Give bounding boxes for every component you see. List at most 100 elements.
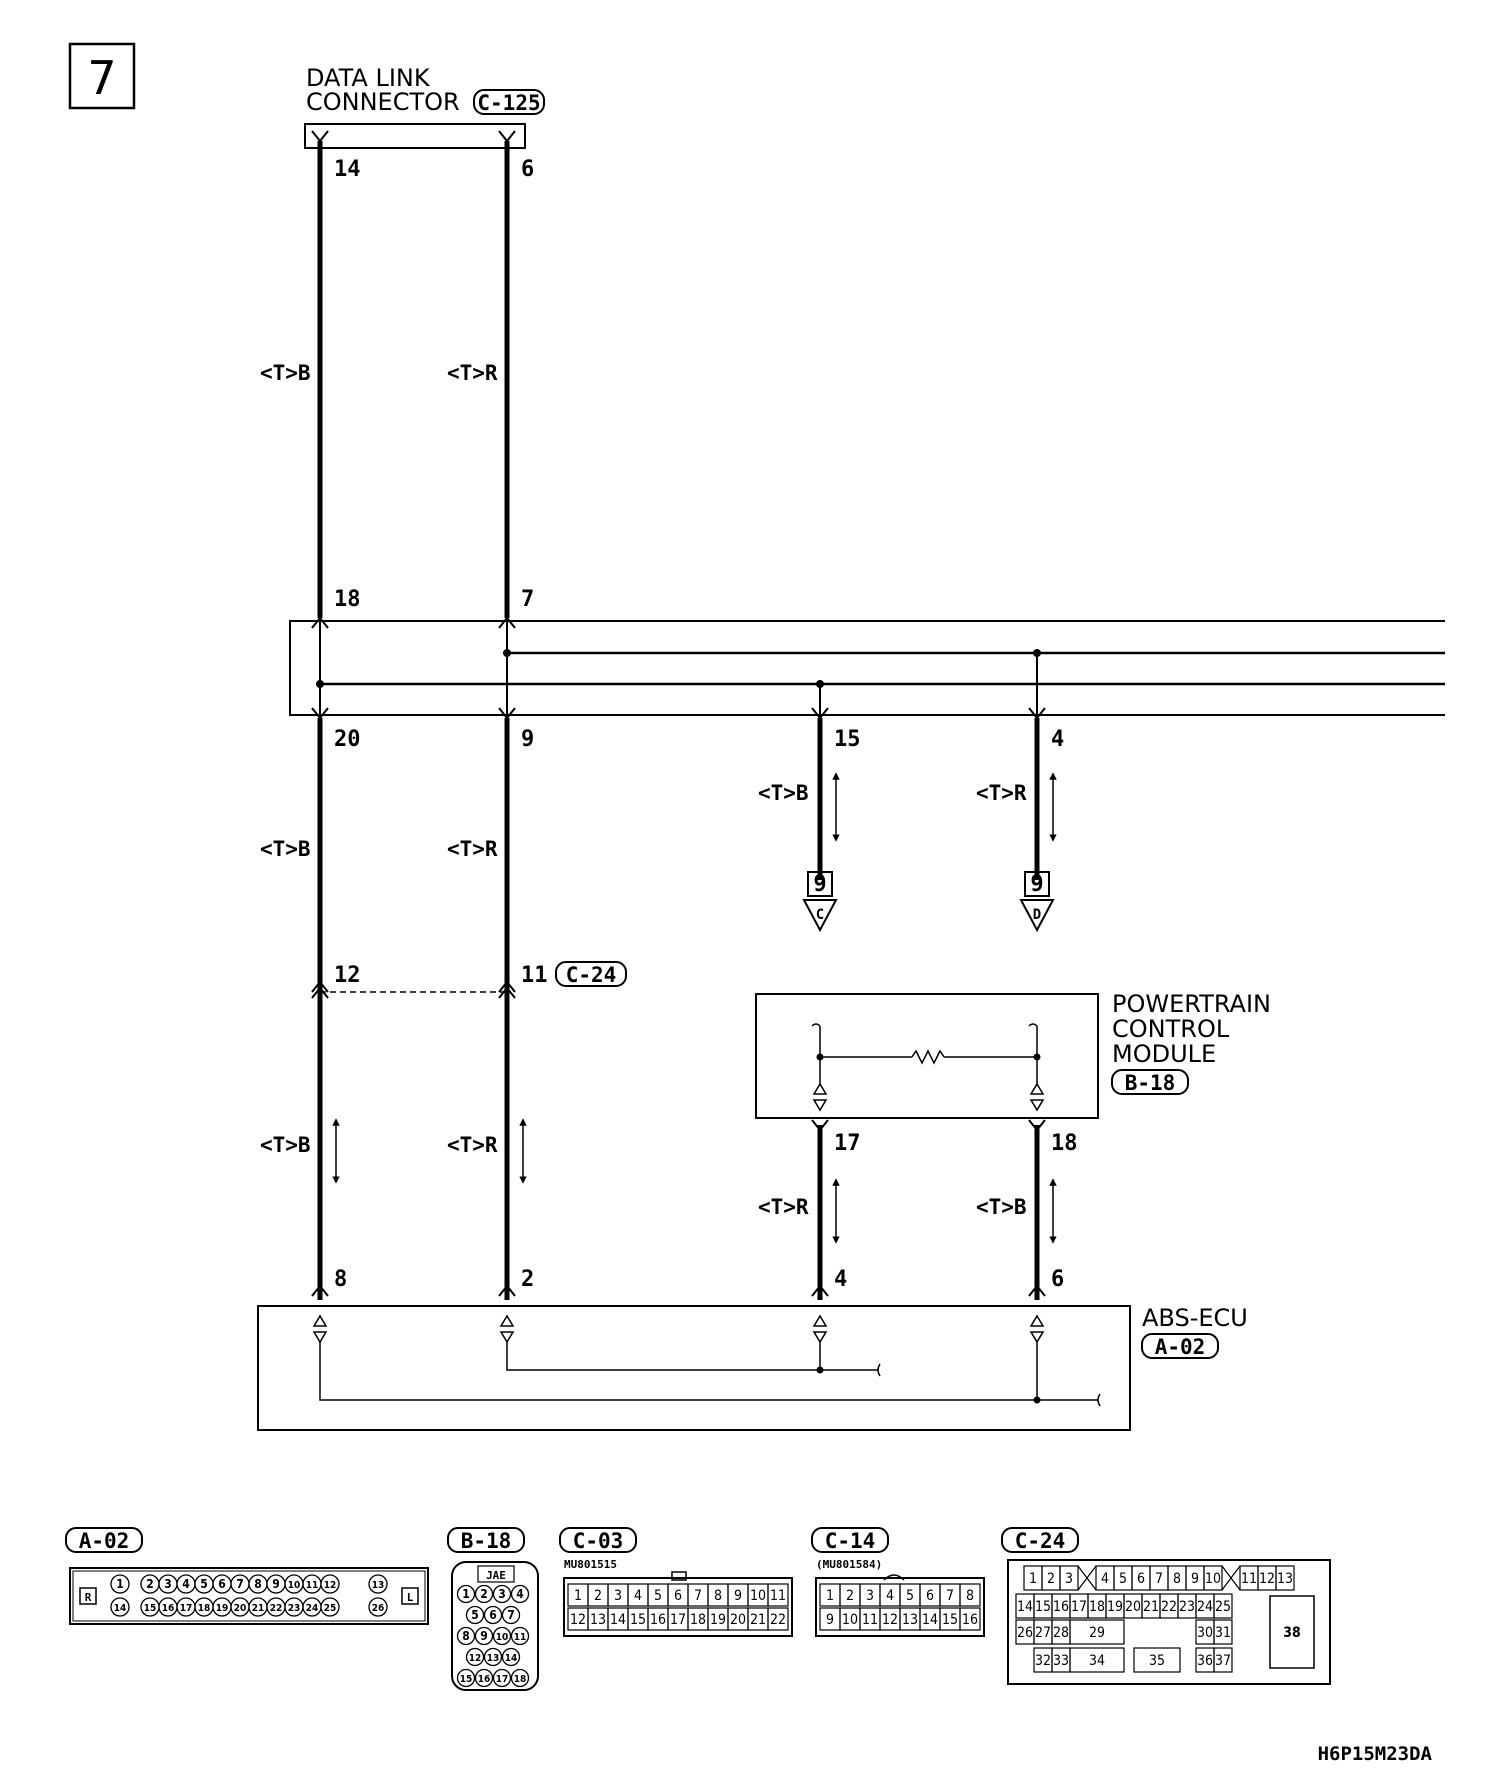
connector-pin: 29 [1069,1619,1125,1645]
connector-pin: 37 [1213,1647,1233,1673]
connector-pin: 15 [627,1607,649,1631]
svg-text:MU801515: MU801515 [564,1558,617,1571]
svg-text:16: 16 [478,1674,491,1685]
pcm-title-line1: POWERTRAIN [1112,990,1271,1018]
connector-pin: 28 [1051,1619,1071,1645]
connector-pin: 5 [647,1583,669,1607]
connector-pin: 5 [899,1583,921,1607]
connector-pin: 2 [1041,1565,1061,1591]
svg-text:2: 2 [1047,1571,1055,1587]
svg-text:8: 8 [254,1577,262,1591]
svg-text:17: 17 [670,1612,686,1628]
svg-text:28: 28 [1053,1625,1069,1641]
svg-text:9: 9 [734,1588,742,1604]
connector-pin: 21 [1141,1593,1161,1619]
connector-pin: 1 [819,1583,841,1607]
svg-text:29: 29 [1089,1625,1105,1641]
svg-text:1: 1 [462,1587,470,1601]
pcm-id: B-18 [1125,1071,1176,1095]
connector-pin: 6 [1131,1565,1151,1591]
connector-pin: 7 [1149,1565,1169,1591]
connector-pin: 24 [1195,1593,1215,1619]
svg-text:2: 2 [594,1588,602,1604]
connector-pin: 14 [501,1647,521,1667]
svg-text:22: 22 [270,1603,283,1614]
connector-pin: 2 [140,1574,160,1594]
svg-text:4: 4 [886,1588,894,1604]
svg-text:9: 9 [813,872,826,897]
svg-text:(MU801584): (MU801584) [816,1558,882,1571]
svg-text:15: 15 [460,1674,473,1685]
connector-pin: 17 [176,1597,196,1617]
connector-pin: 10 [492,1626,512,1646]
svg-text:5: 5 [1119,1571,1127,1587]
connector-pin: 13 [1275,1565,1295,1591]
svg-text:1: 1 [826,1588,834,1604]
wire-label: <T>R [758,1195,809,1219]
svg-text:16: 16 [162,1603,175,1614]
svg-text:L: L [407,1591,414,1604]
svg-text:14: 14 [1017,1599,1033,1615]
svg-text:7: 7 [507,1608,515,1622]
svg-text:10: 10 [496,1632,509,1643]
wire-label: <T>B [260,837,311,861]
svg-text:10: 10 [1205,1571,1221,1587]
connector-pin: 4 [1095,1565,1115,1591]
svg-text:C-03: C-03 [573,1529,624,1553]
svg-text:C: C [816,907,824,923]
svg-text:5: 5 [471,1608,479,1622]
svg-text:7: 7 [946,1588,954,1604]
svg-text:34: 34 [1089,1653,1105,1669]
connector-pin: 32 [1033,1647,1053,1673]
connector-pin: 23 [284,1597,304,1617]
connector-pin: 11 [1239,1565,1259,1591]
svg-text:27: 27 [1035,1625,1051,1641]
svg-text:15: 15 [1035,1599,1051,1615]
connector-pin: 12 [879,1607,901,1631]
connector-pin: 2 [587,1583,609,1607]
connector-pin: 21 [248,1597,268,1617]
connector-pin: 16 [647,1607,669,1631]
svg-text:30: 30 [1197,1625,1213,1641]
svg-text:24: 24 [306,1603,319,1614]
svg-text:2: 2 [480,1587,488,1601]
wire-label: <T>R [447,837,498,861]
connector-pin: 9 [727,1583,749,1607]
cavity-blocked [1221,1565,1241,1591]
connector-pin: 5 [194,1574,214,1594]
connector-pin: 3 [158,1574,178,1594]
svg-text:4: 4 [182,1577,190,1591]
abs-pin-6: 6 [1051,1267,1064,1292]
svg-text:4: 4 [634,1588,642,1604]
svg-text:16: 16 [650,1612,666,1628]
connector-pin: 18 [194,1597,214,1617]
svg-text:12: 12 [570,1612,586,1628]
connector-pin: 18 [1087,1593,1107,1619]
connector-pin: 14 [919,1607,941,1631]
svg-text:9: 9 [1030,872,1043,897]
connector-pin: 22 [1159,1593,1179,1619]
svg-text:11: 11 [306,1580,319,1591]
connector-pin: 7 [230,1574,250,1594]
connector-pin: 8 [707,1583,729,1607]
svg-text:JAE: JAE [486,1569,506,1582]
svg-text:5: 5 [654,1588,662,1604]
svg-text:18: 18 [514,1674,527,1685]
connector-pin: 7 [939,1583,961,1607]
connector-pin: 15 [456,1668,476,1688]
page-number-box: 7 [68,42,136,110]
offpage-connector-c: 9 C [802,871,838,933]
svg-text:5: 5 [200,1577,208,1591]
svg-text:19: 19 [710,1612,726,1628]
svg-text:13: 13 [902,1612,918,1628]
svg-text:12: 12 [1259,1571,1275,1587]
connector-pin: 20 [1123,1593,1143,1619]
dlc-pin-6: 6 [521,157,534,182]
connector-pin: 16 [474,1668,494,1688]
connector-pin: 12 [465,1647,485,1667]
svg-text:17: 17 [496,1674,509,1685]
svg-text:A-02: A-02 [79,1529,130,1553]
